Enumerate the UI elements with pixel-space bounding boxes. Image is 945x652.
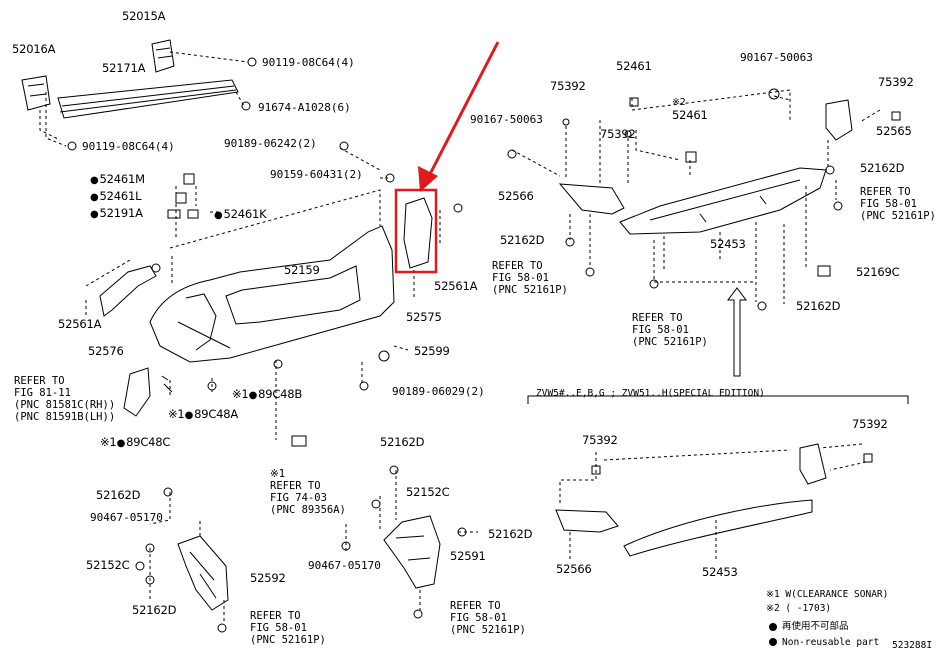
label-90189-06029: 90189-06029(2) xyxy=(392,385,485,398)
label-52566: 52566 xyxy=(498,189,534,203)
rear-spoiler-52453[interactable] xyxy=(619,167,827,235)
refer-fig-58-01-c: REFER TO FIG 58-01 (PNC 52161P) xyxy=(632,312,708,348)
label-90167-a: 90167-50063 xyxy=(740,51,813,64)
label-52461K: 52461K xyxy=(214,208,267,222)
label-52566-b: 52566 xyxy=(556,562,592,576)
label-89C48A: ※189C48A xyxy=(168,407,238,422)
label-75392-a: 75392 xyxy=(550,79,586,93)
label-75392-d: 75392 xyxy=(582,433,618,447)
refer-fig-81-11: REFER TO FIG 81-11 (PNC 81581C(RH)) (PNC… xyxy=(14,375,116,423)
label-90189-06242: 90189-06242(2) xyxy=(224,137,317,150)
label-52191A: 52191A xyxy=(90,207,143,221)
label-90119-bottom: 90119-08C64(4) xyxy=(82,140,175,153)
refer-fig-58-01-a: REFER TO FIG 58-01 (PNC 52161P) xyxy=(860,186,936,222)
label-52599: 52599 xyxy=(414,344,450,358)
label-75392-e: 75392 xyxy=(852,417,888,431)
label-52592: 52592 xyxy=(250,571,286,585)
garnish-52566[interactable] xyxy=(558,183,625,215)
label-52162D-a: 52162D xyxy=(860,161,905,175)
bracket-52576[interactable] xyxy=(99,265,157,317)
label-52162D-c: 52162D xyxy=(796,299,841,313)
legend-clearance-sonar: ※1 W(CLEARANCE SONAR) xyxy=(766,589,889,600)
label-90467-b: 90467-05170 xyxy=(308,559,381,572)
label-89C48C: ※189C48C xyxy=(100,435,170,450)
lower-bracket-52591[interactable] xyxy=(383,515,441,589)
label-52565: 52565 xyxy=(876,124,912,138)
legend-non-reusable: Non-reusable part xyxy=(782,637,880,648)
label-75392-b: 75392 xyxy=(600,127,636,141)
label-90467-a: 90467-05170 xyxy=(90,511,163,524)
label-52561A-left: 52561A xyxy=(58,317,102,331)
label-52461M: 52461M xyxy=(90,173,146,187)
refer-fig-74-03: ※1 REFER TO FIG 74-03 (PNC 89356A) xyxy=(270,468,346,516)
lower-bracket-52592[interactable] xyxy=(177,535,229,611)
label-52461-a: 52461 xyxy=(616,59,652,73)
diagram-id: 523288I xyxy=(892,640,933,651)
highlight-callout xyxy=(394,41,500,274)
label-52162D-b: 52162D xyxy=(500,233,545,247)
reflector-left[interactable] xyxy=(123,367,151,417)
label-75392-c: 75392 xyxy=(878,75,914,89)
label-52576: 52576 xyxy=(88,344,124,358)
label-52162D-d: 52162D xyxy=(380,435,425,449)
label-52169C: 52169C xyxy=(856,265,900,279)
garnish-special-52566[interactable] xyxy=(555,509,619,533)
label-90159: 90159-60431(2) xyxy=(270,168,363,181)
bracket-52565[interactable] xyxy=(825,99,853,141)
label-52162D-e: 52162D xyxy=(96,488,141,502)
label-89C48B: ※189C48B xyxy=(232,387,302,402)
label-52453: 52453 xyxy=(710,237,746,251)
reinforcement-bar-52171A[interactable] xyxy=(57,79,239,119)
label-90119-top: 90119-08C64(4) xyxy=(262,56,355,69)
clip-52561A-left[interactable] xyxy=(151,263,161,273)
refer-fig-58-01-d: REFER TO FIG 58-01 (PNC 52161P) xyxy=(250,610,326,646)
direction-arrow xyxy=(727,287,747,377)
bracket-52575[interactable] xyxy=(403,197,433,269)
label-90167-b: 90167-50063 xyxy=(470,113,543,126)
legend-non-reusable-jp: 再使用不可部品 xyxy=(782,621,849,632)
label-52453-b: 52453 xyxy=(702,565,738,579)
label-52171A: 52171A xyxy=(102,61,146,75)
refer-fig-58-01-e: REFER TO FIG 58-01 (PNC 52161P) xyxy=(450,600,526,636)
bumper-cover-52159[interactable] xyxy=(149,225,395,363)
label-52575: 52575 xyxy=(406,310,442,324)
label-52159: 52159 xyxy=(284,263,320,277)
label-52015A: 52015A xyxy=(122,9,166,23)
label-91674: 91674-A1028(6) xyxy=(258,101,351,114)
bolt-icons xyxy=(67,57,395,183)
label-52162D-f: 52162D xyxy=(488,527,533,541)
label-52461L: 52461L xyxy=(90,190,142,204)
label-52561A-right: 52561A xyxy=(434,279,478,293)
legend-date: ※2 ( -1703) xyxy=(766,603,832,614)
label-52016A: 52016A xyxy=(12,42,56,56)
bracket-special[interactable] xyxy=(799,443,827,485)
label-52162D-g: 52162D xyxy=(132,603,177,617)
section-title: ZVW5#..E,B,G ; ZVW51..H(SPECIAL EDITION) xyxy=(536,388,765,399)
refer-fig-58-01-b: REFER TO FIG 58-01 (PNC 52161P) xyxy=(492,260,568,296)
label-52152C-a: 52152C xyxy=(406,485,450,499)
bracket-52016A[interactable] xyxy=(21,75,51,111)
label-52152C-b: 52152C xyxy=(86,558,130,572)
spoiler-special-52453[interactable] xyxy=(623,499,813,557)
bracket-52015A[interactable] xyxy=(151,39,175,73)
label-52591: 52591 xyxy=(450,549,486,563)
